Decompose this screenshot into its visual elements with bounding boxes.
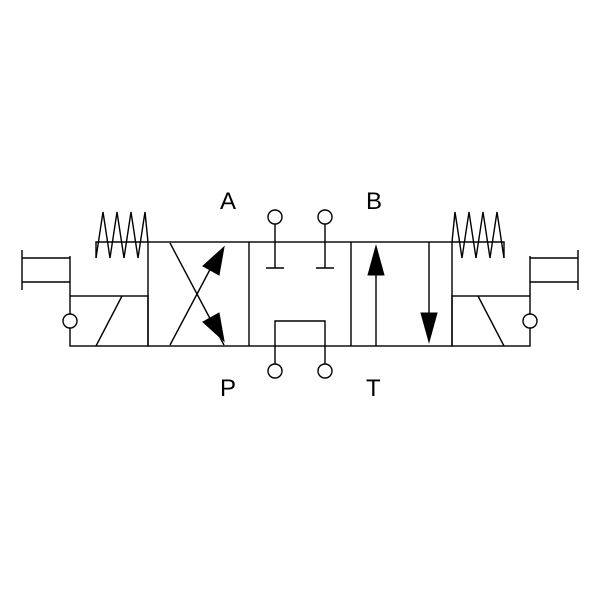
port-circle-icon [522, 313, 538, 329]
solenoid-coil-stroke [95, 295, 123, 347]
spring-icon [451, 211, 505, 259]
port-circle-icon [62, 313, 78, 329]
port-label-p: P [220, 375, 236, 402]
arrow-up-icon [367, 244, 385, 276]
left-spring-base [95, 241, 148, 258]
envelope-left-crossed [169, 242, 225, 346]
flow-path-p-to-t [274, 320, 326, 366]
valve-outline [147, 241, 453, 347]
envelope-center-tandem [266, 224, 334, 366]
arrow-up-icon [202, 245, 225, 276]
port-circle-icon [267, 209, 283, 225]
port-label-t: T [366, 375, 381, 402]
right-actuator [451, 211, 579, 347]
port-label-b: B [366, 188, 382, 215]
port-label-a: A [220, 188, 236, 215]
solenoid-coil-stroke [477, 295, 505, 347]
port-circles [267, 209, 333, 379]
spring-icon [95, 211, 149, 259]
port-circle-icon [267, 363, 283, 379]
envelope-right-parallel [367, 242, 438, 346]
port-circle-icon [317, 209, 333, 225]
flow-path-a-to-t [169, 261, 215, 346]
left-actuator [21, 211, 149, 347]
arrow-down-icon [202, 312, 225, 343]
right-spring-base [452, 241, 505, 258]
valve-body [147, 241, 453, 347]
arrow-down-icon [420, 312, 438, 344]
port-circle-icon [317, 363, 333, 379]
